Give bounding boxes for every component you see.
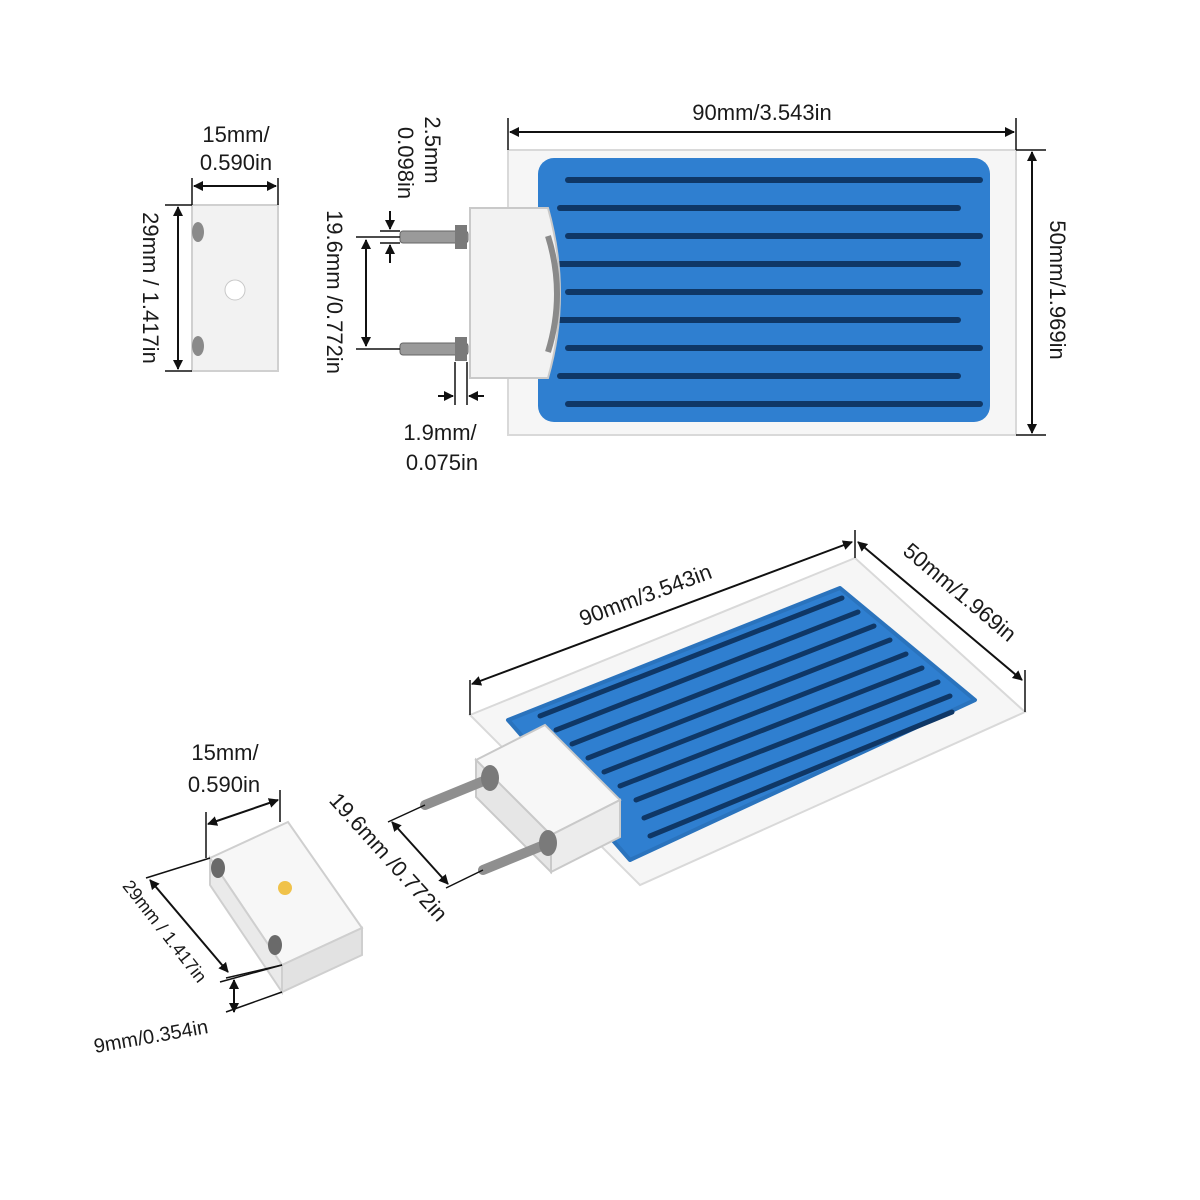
dim-persp-plate-width	[857, 541, 1023, 681]
persp-connector-side	[550, 798, 621, 874]
persp-pins	[420, 765, 557, 875]
label-top-plate-length: 90mm/3.543in	[692, 100, 831, 125]
dim-persp-plate-length	[471, 540, 853, 686]
label-top-pin-diameter-in: 0.098in	[393, 127, 418, 199]
top-end-block-hole	[224, 279, 246, 301]
top-connector-block	[469, 207, 561, 379]
top-electrode-slots	[557, 177, 983, 407]
perspective-view: 90mm/3.543in 50mm/1.969in 19.6mm /0.772i…	[92, 530, 1027, 1058]
top-pins	[399, 225, 469, 361]
label-top-block-width-mm: 15mm/	[202, 122, 270, 147]
label-persp-block-depth: 9mm/0.354in	[92, 1016, 210, 1058]
label-top-pin-offset-mm: 1.9mm/	[403, 420, 477, 445]
label-persp-block-width-mm: 15mm/	[191, 740, 259, 765]
label-persp-block-height: 29mm / 1.417in	[119, 876, 211, 986]
label-top-pin-offset-in: 0.075in	[406, 450, 478, 475]
label-top-block-width-in: 0.590in	[200, 150, 272, 175]
label-persp-block-width-in: 0.590in	[188, 772, 260, 797]
label-top-plate-width: 50mm/1.969in	[1045, 220, 1070, 359]
label-top-pin-spacing: 19.6mm /0.772in	[322, 210, 347, 374]
dim-persp-block-width	[207, 798, 279, 826]
dim-persp-pin-spacing	[391, 821, 449, 885]
label-top-pin-diameter-mm: 2.5mm	[420, 116, 445, 183]
persp-end-block-hole	[278, 881, 292, 895]
top-view: 90mm/3.543in 50mm/1.969in 2.5mm 0.098in …	[138, 100, 1070, 475]
label-top-block-height: 29mm / 1.417in	[138, 212, 163, 364]
dim-persp-block-height	[149, 879, 229, 973]
